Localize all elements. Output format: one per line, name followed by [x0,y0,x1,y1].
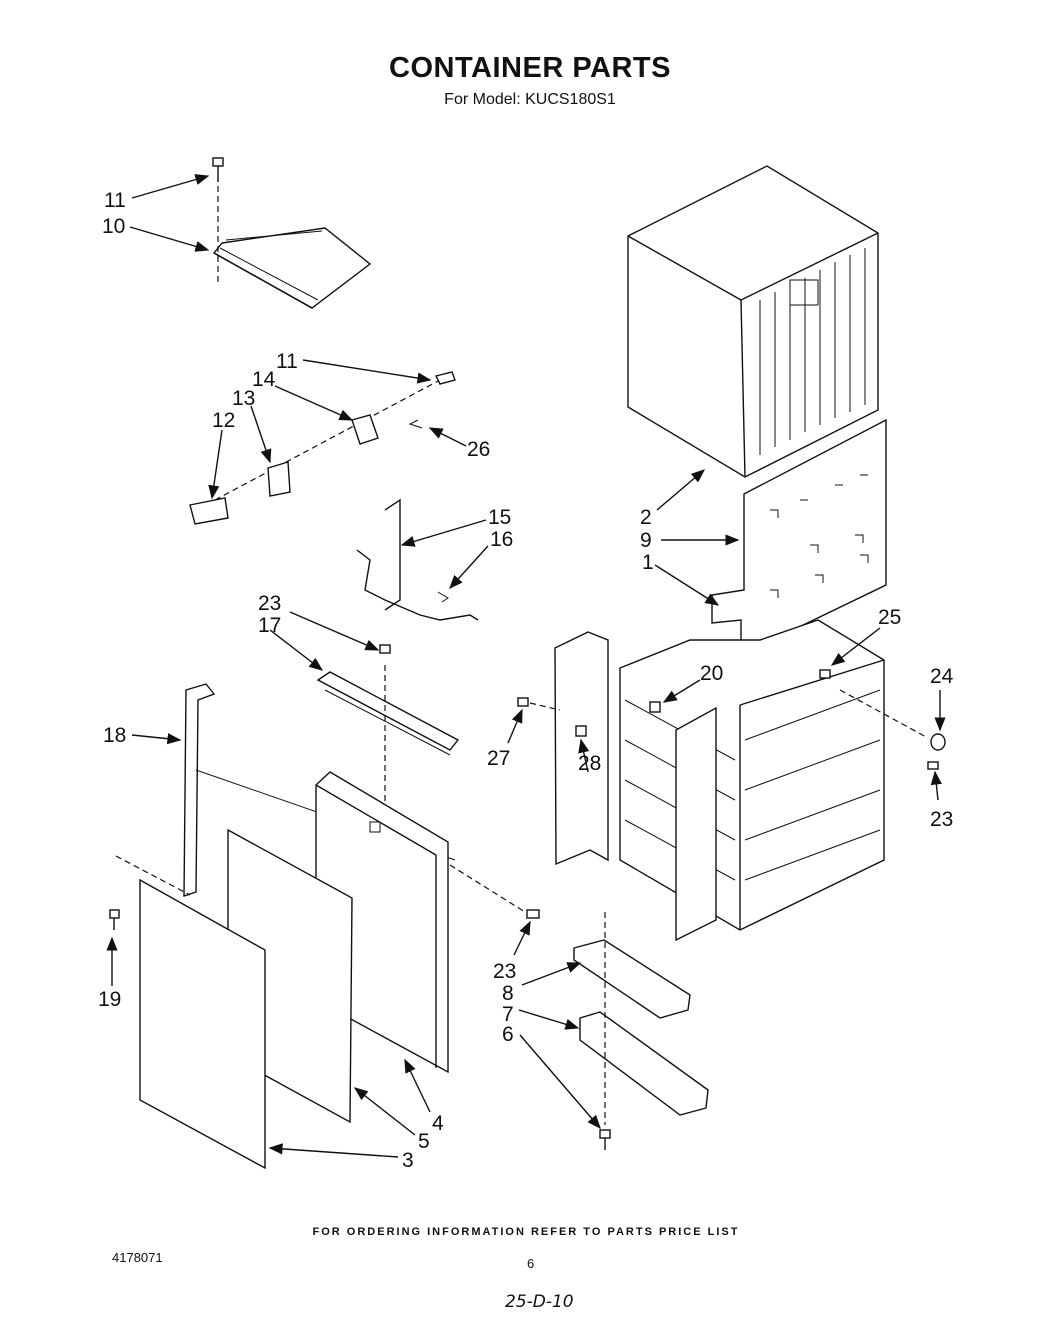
ordering-note: FOR ORDERING INFORMATION REFER TO PARTS … [312,1226,740,1238]
callout-8: 8 [502,982,514,1005]
callout-23: 23 [930,808,953,831]
handwritten-note: 25-D-10 [505,1292,574,1312]
page-number: 6 [527,1256,535,1271]
callout-12: 12 [212,409,235,432]
part-3-panel [139,878,266,1170]
callout-5: 5 [418,1130,430,1153]
callout-19: 19 [98,988,121,1011]
callout-11: 11 [276,350,298,373]
callout-28: 28 [578,752,601,775]
callout-20: 20 [700,662,723,685]
callout-23: 23 [493,960,516,983]
callout-2: 2 [640,506,652,529]
callout-labels: 11 10 11 14 13 12 26 15 16 23 17 18 19 2… [98,189,954,1172]
leader-lines [106,174,946,1158]
callout-26: 26 [467,438,490,461]
part-11-screw [212,157,224,285]
callout-10: 10 [102,215,125,238]
part-7-bracket [579,1011,709,1116]
document-number: 4178071 [112,1250,163,1265]
callout-13: 13 [232,387,255,410]
callout-18: 18 [103,724,126,747]
callout-11: 11 [104,189,126,212]
callout-7: 7 [502,1003,514,1026]
callout-15: 15 [488,506,511,529]
callout-6: 6 [502,1023,514,1046]
hinge-assembly [189,371,456,525]
part-10-cover [212,227,372,309]
callout-17: 17 [258,614,281,637]
callout-1: 1 [642,551,654,574]
part-6-screw [599,912,611,1150]
model-subtitle: For Model: KUCS180S1 [444,91,616,108]
part-2-container-bin [627,165,879,478]
part-1-housing [619,619,885,931]
callout-23: 23 [258,592,281,615]
callout-24: 24 [930,665,954,688]
part-9-panel [711,418,887,657]
callout-4: 4 [432,1112,444,1135]
callout-25: 25 [878,606,901,629]
part-8-bracket [573,939,691,1019]
misc-hardware [449,669,946,919]
callout-9: 9 [640,529,652,552]
callout-14: 14 [252,368,276,391]
part-15-rod [356,498,479,621]
callout-27: 27 [487,747,510,770]
part-17-bar [316,644,460,810]
part-19-screw [109,855,191,930]
callout-16: 16 [490,528,513,551]
page-title: CONTAINER PARTS [389,52,671,84]
callout-3: 3 [402,1149,414,1172]
